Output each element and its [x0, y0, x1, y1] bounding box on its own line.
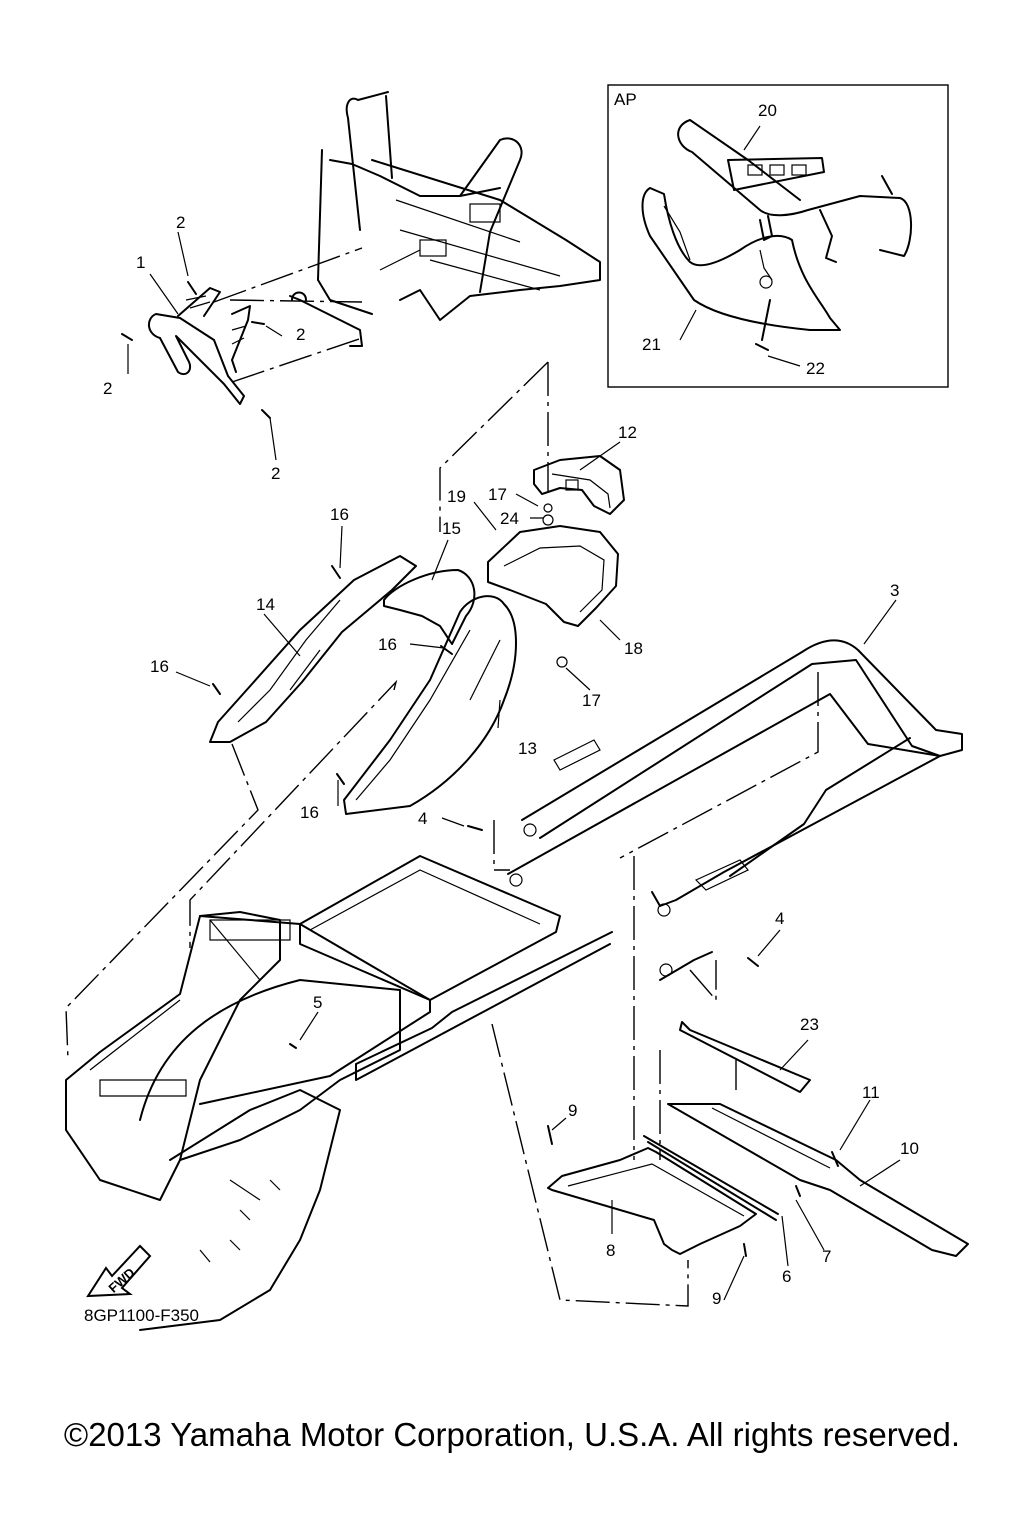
callout-4: 4	[418, 809, 427, 828]
callout-16: 16	[300, 803, 319, 822]
inset-label: AP	[614, 90, 637, 109]
callout-17: 17	[582, 691, 601, 710]
reference-code: 8GP1100-F350	[84, 1306, 199, 1325]
callout-1: 1	[136, 253, 145, 272]
callout-6: 6	[782, 1267, 791, 1286]
callout-2: 2	[176, 213, 185, 232]
callout-9: 9	[712, 1289, 721, 1308]
callout-5: 5	[313, 993, 322, 1012]
callout-7: 7	[822, 1247, 831, 1266]
callout-17: 17	[488, 485, 507, 504]
part-10	[667, 1103, 969, 1257]
callout-3: 3	[890, 581, 899, 600]
parts-diagram: AP	[65, 84, 969, 1331]
callout-23: 23	[800, 1015, 819, 1034]
front-frame	[289, 91, 601, 347]
callout-8: 8	[606, 1241, 615, 1260]
fasteners	[121, 281, 839, 1257]
callout-10: 10	[900, 1139, 919, 1158]
copyright-notice: ©2013 Yamaha Motor Corporation, U.S.A. A…	[63, 1416, 961, 1453]
callout-12: 12	[618, 423, 637, 442]
chassis-tunnel	[65, 855, 613, 1331]
callout-16: 16	[378, 635, 397, 654]
part-23	[679, 1021, 811, 1093]
callout-4: 4	[775, 909, 784, 928]
callout-11: 11	[862, 1083, 880, 1102]
callout-14: 14	[256, 595, 275, 614]
callout-16: 16	[150, 657, 169, 676]
callout-15: 15	[442, 519, 461, 538]
part-15	[383, 569, 476, 645]
inset-frame	[607, 84, 949, 388]
callout-9: 9	[568, 1101, 577, 1120]
part-14	[209, 555, 417, 743]
callout-22: 22	[806, 359, 825, 378]
leader-lines	[127, 125, 901, 1301]
fwd-arrow-icon: FWD	[86, 1244, 152, 1298]
inset-rear-fender	[641, 187, 841, 331]
callout-2: 2	[271, 464, 280, 483]
part-6	[643, 1135, 779, 1221]
callout-19: 19	[447, 487, 466, 506]
front-bumper	[148, 287, 251, 405]
callout-2: 2	[296, 325, 305, 344]
assembly-line	[439, 361, 549, 532]
callout-18: 18	[624, 639, 643, 658]
part-18	[487, 525, 619, 627]
inset-bolt	[755, 299, 771, 351]
part-13	[343, 595, 517, 815]
callout-24: 24	[500, 509, 519, 528]
part-8	[547, 1147, 757, 1255]
callout-2: 2	[103, 379, 112, 398]
part-3-rear-frame	[507, 639, 963, 981]
part-12	[533, 455, 625, 515]
callout-13: 13	[518, 739, 537, 758]
callout-16: 16	[330, 505, 349, 524]
callout-20: 20	[758, 101, 777, 120]
inset-rear-bumper	[677, 119, 913, 263]
callout-21: 21	[642, 335, 661, 354]
